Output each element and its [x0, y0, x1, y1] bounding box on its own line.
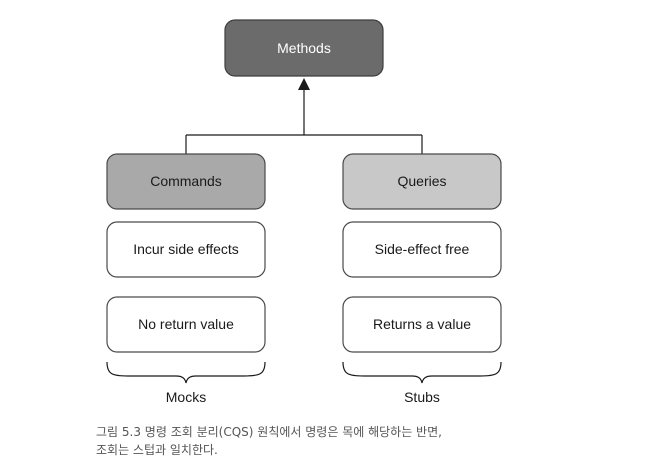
queries-header-box	[342, 153, 502, 210]
mocks-label: Mocks	[166, 389, 206, 405]
commands-header-label: Commands	[150, 173, 222, 189]
commands-item-label: Incur side effects	[133, 241, 239, 257]
figure-caption-line: 조회는 스텁과 일치한다.	[96, 443, 218, 457]
methods-node: Methods	[224, 19, 384, 77]
mocks-brace	[106, 361, 266, 384]
commands-header-box	[106, 153, 266, 210]
methods-node-box	[224, 19, 384, 77]
queries-item-label: Returns a value	[373, 316, 471, 332]
queries-item-label: Side-effect free	[375, 241, 470, 257]
methods-node-label: Methods	[277, 40, 331, 56]
queries-item-box	[342, 221, 502, 278]
queries-header-label: Queries	[397, 173, 446, 189]
figure-caption: 그림 5.3 명령 조회 분리(CQS) 원칙에서 명령은 목에 해당하는 반면…	[96, 423, 636, 459]
commands-column: Commands Incur side effects No return va…	[106, 153, 266, 405]
commands-item-box	[106, 221, 266, 278]
queries-item-box	[342, 296, 502, 353]
stubs-label: Stubs	[404, 389, 440, 405]
queries-column: Queries Side-effect free Returns a value…	[342, 153, 502, 405]
hierarchy-connectors	[185, 78, 423, 154]
figure-caption-line: 그림 5.3 명령 조회 분리(CQS) 원칙에서 명령은 목에 해당하는 반면…	[96, 425, 442, 439]
stubs-brace	[342, 361, 502, 384]
commands-item-box	[106, 296, 266, 353]
commands-item-label: No return value	[138, 316, 234, 332]
